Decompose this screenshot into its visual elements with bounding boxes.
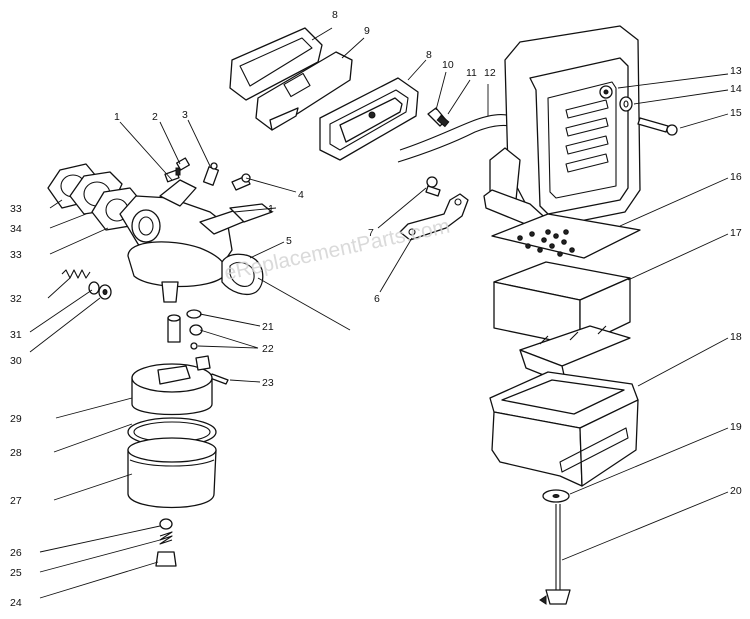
- part-4-screw: [231, 173, 251, 191]
- part-2-screw: [176, 157, 190, 171]
- part-24-nut: [155, 551, 177, 567]
- callout-30: 30: [10, 355, 22, 367]
- part-8-lower-plate: [319, 77, 419, 161]
- part-20-stud: [539, 504, 571, 605]
- part-26-screw: [159, 518, 173, 530]
- part-29-bowl-cover: [131, 355, 213, 416]
- callout-2: 2: [152, 111, 158, 123]
- part-3-screw: [202, 162, 220, 186]
- callout-8: 8: [426, 49, 432, 61]
- callout-7: 7: [368, 227, 374, 239]
- callout-10: 10: [442, 59, 454, 71]
- callout-20: 20: [730, 485, 742, 497]
- part-18-air-cleaner-base: [489, 371, 639, 487]
- callout-33: 33: [10, 203, 22, 215]
- callout-16: 16: [730, 171, 742, 183]
- callout-33: 33: [10, 249, 22, 261]
- part-22-orings: [189, 324, 203, 350]
- part-9-gasket: [255, 51, 353, 131]
- callout-1: 1: [114, 111, 120, 123]
- callout-21: 21: [262, 321, 274, 333]
- callout-5: 5: [286, 235, 292, 247]
- watermark-text: eReplacementParts.com: [222, 215, 452, 285]
- part-30-nut: [98, 284, 112, 300]
- part-10-screw: [427, 107, 450, 128]
- callout-12: 12: [484, 67, 496, 79]
- part-17-foam-element: [493, 261, 631, 347]
- part-19-washer: [542, 489, 570, 503]
- leader-lines: [29, 27, 729, 599]
- callout-9: 9: [364, 25, 370, 37]
- callout-13: 13: [730, 65, 742, 77]
- callout-19: 19: [730, 421, 742, 433]
- callout-14: 14: [730, 83, 742, 95]
- callout-8: 8: [332, 9, 338, 21]
- callout-labels: 1 1 2 3 4 5 6 7 8 8 9 10 11 12 13 14 15 …: [10, 9, 742, 609]
- callout-4: 4: [298, 189, 304, 201]
- callout-3: 3: [182, 109, 188, 121]
- part-25-spring: [159, 531, 173, 545]
- part-21-fitting: [167, 309, 202, 343]
- callout-28: 28: [10, 447, 22, 459]
- callout-31: 31: [10, 329, 22, 341]
- part-1-screw: [164, 167, 181, 183]
- callout-27: 27: [10, 495, 22, 507]
- part-32-spring: [61, 269, 91, 279]
- callout-26: 26: [10, 547, 22, 559]
- callout-29: 29: [10, 413, 22, 425]
- callout-23: 23: [262, 377, 274, 389]
- part-31-washer: [88, 281, 100, 295]
- part-5-gasket: [221, 253, 264, 296]
- callout-25: 25: [10, 567, 22, 579]
- part-14-washer: [619, 96, 633, 112]
- part-23-pin: [209, 373, 229, 385]
- callout-34: 34: [10, 223, 22, 235]
- part-7-bolt: [425, 176, 441, 197]
- callout-15: 15: [730, 107, 742, 119]
- part-carburetor: [47, 163, 273, 303]
- callout-17: 17: [730, 227, 742, 239]
- callout-6: 6: [374, 293, 380, 305]
- callout-22: 22: [262, 343, 274, 355]
- part-15-screw: [637, 117, 678, 136]
- callout-11: 11: [466, 67, 477, 79]
- part-6-bracket: [399, 193, 469, 241]
- callout-24: 24: [10, 597, 22, 609]
- callout-1: 1: [268, 203, 274, 215]
- callout-18: 18: [730, 331, 742, 343]
- part-13-air-cleaner-cover: [483, 25, 641, 231]
- part-16-screen: [491, 213, 641, 259]
- part-27-bowl: [127, 437, 217, 509]
- callout-32: 32: [10, 293, 22, 305]
